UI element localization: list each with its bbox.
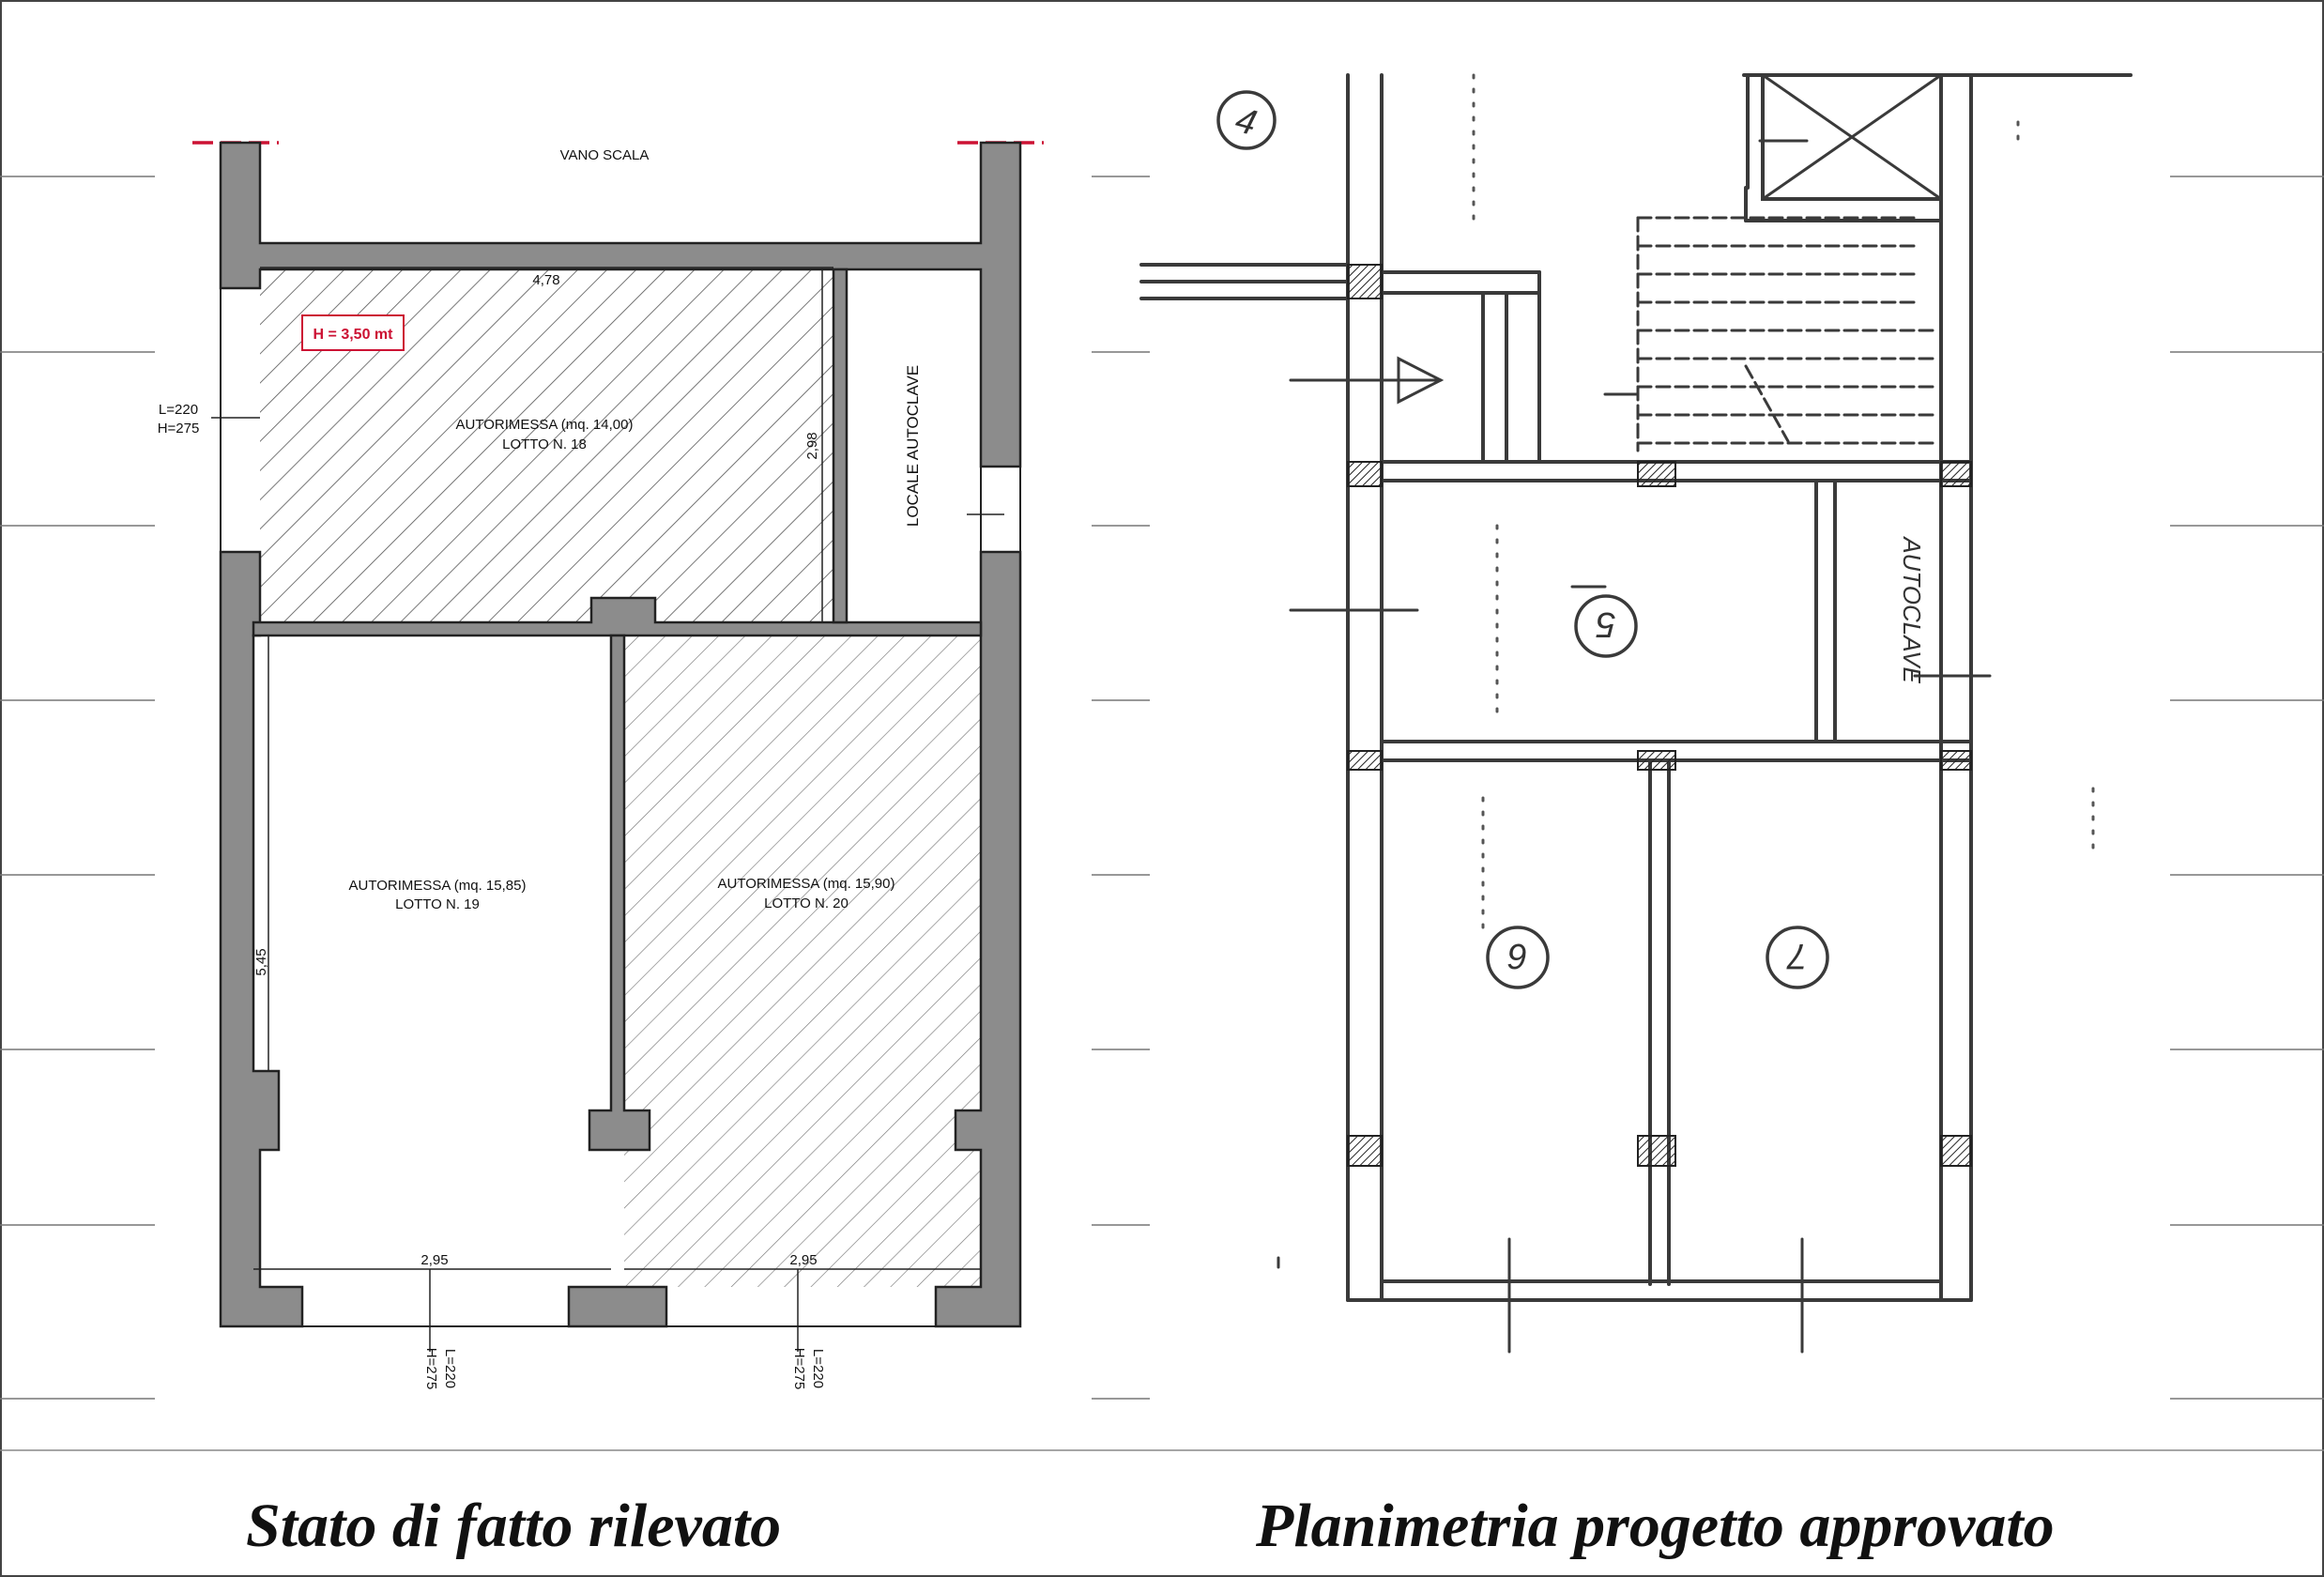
caption-approved: Planimetria progetto approvato bbox=[1256, 1492, 2055, 1560]
unit-4-number: 4 bbox=[1231, 100, 1261, 144]
room-19-name: AUTORIMESSA (mq. 15,85) bbox=[349, 878, 527, 894]
room-20-lot: LOTTO N. 20 bbox=[764, 896, 849, 911]
approved-symbols bbox=[1277, 139, 1992, 1354]
room-19-lot: LOTTO N. 19 bbox=[395, 896, 480, 912]
room-19-depth: 5,45 bbox=[253, 948, 269, 975]
approved-labels: 4 5 6 7 AUTOCLAVE bbox=[1231, 100, 1926, 975]
room-18-lot: LOTTO N. 18 bbox=[502, 436, 587, 452]
unit-5-number: 5 bbox=[1596, 605, 1616, 644]
height-note-box bbox=[301, 314, 405, 351]
room-20-width: 2,95 bbox=[789, 1252, 817, 1268]
autoclave-room-label: LOCALE AUTOCLAVE bbox=[904, 365, 922, 527]
unit-6-number: 6 bbox=[1507, 936, 1528, 975]
approved-unit-circles bbox=[1216, 90, 1829, 989]
margin-ticks bbox=[0, 176, 2324, 1400]
side-opening-width: L=220 bbox=[159, 402, 198, 418]
survey-openings bbox=[220, 288, 1021, 1327]
side-opening-height: H=275 bbox=[158, 421, 200, 436]
room-18-depth: 2,98 bbox=[804, 432, 820, 459]
bottom-left-opening-width: L=220 bbox=[442, 1349, 458, 1388]
room-20-name: AUTORIMESSA (mq. 15,90) bbox=[718, 876, 895, 892]
approved-stairs bbox=[1636, 216, 1935, 452]
approved-walls bbox=[1139, 73, 2133, 1302]
bottom-right-opening-width: L=220 bbox=[810, 1349, 826, 1388]
unit-7-number: 7 bbox=[1786, 936, 1808, 975]
bottom-left-opening-height: H=275 bbox=[423, 1348, 439, 1390]
room-20-hatch bbox=[624, 635, 981, 1287]
autoclave-label: AUTOCLAVE bbox=[1898, 535, 1926, 683]
height-note: H = 3,50 mt bbox=[313, 327, 394, 343]
room-18-name: AUTORIMESSA (mq. 14,00) bbox=[456, 417, 634, 433]
room-19-width: 2,95 bbox=[420, 1252, 448, 1268]
stair-label: VANO SCALA bbox=[560, 147, 650, 163]
approved-speckles bbox=[1472, 73, 2095, 941]
bottom-right-opening-height: H=275 bbox=[791, 1348, 807, 1390]
approved-pillars bbox=[1347, 264, 1972, 1167]
survey-dimensions bbox=[211, 267, 1004, 1352]
caption-survey: Stato di fatto rilevato bbox=[246, 1492, 782, 1560]
survey-plan: H = 3,50 mt VANO SCALA 4,78 AUTORIMESSA … bbox=[158, 141, 1044, 1390]
room-18-width: 4,78 bbox=[532, 272, 559, 288]
approved-plan bbox=[1139, 73, 2133, 1354]
